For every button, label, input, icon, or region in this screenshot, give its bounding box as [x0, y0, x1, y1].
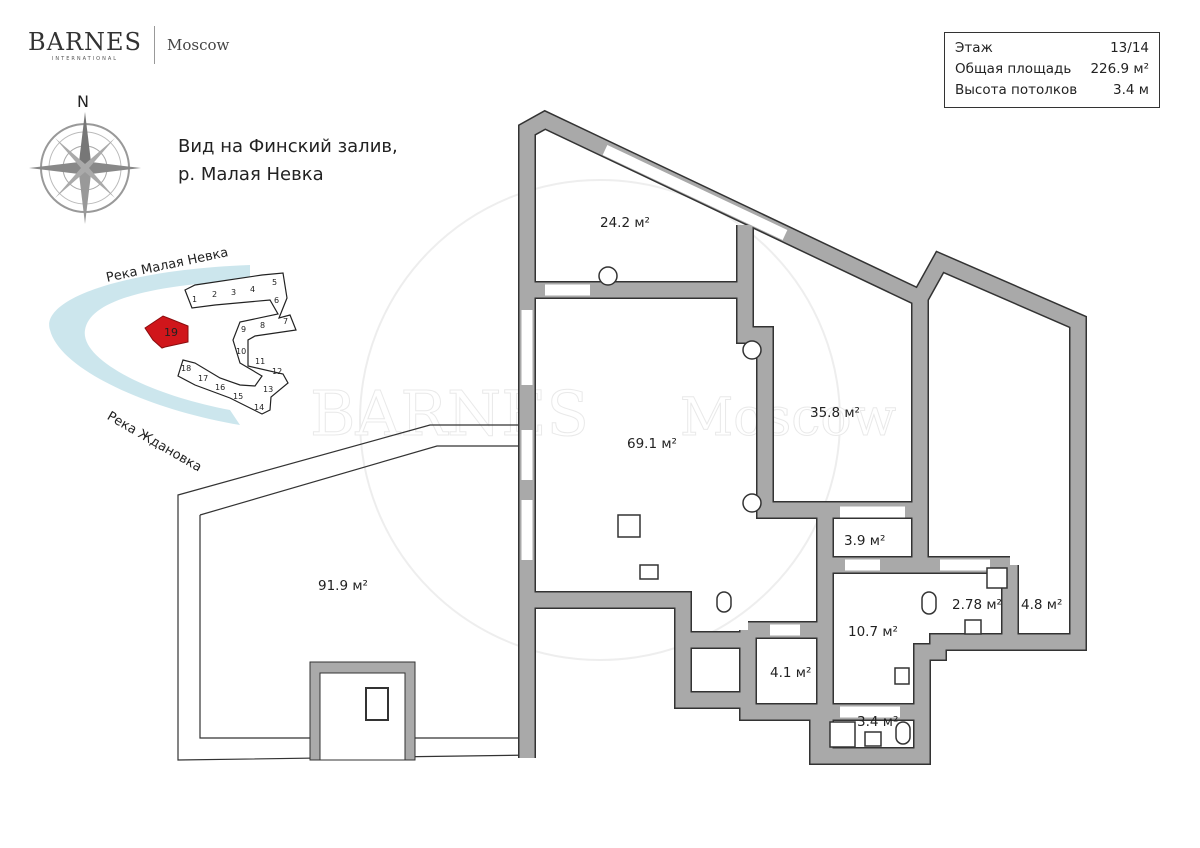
- info-label: Общая площадь: [955, 61, 1072, 77]
- building-number: 9: [241, 325, 246, 334]
- room-area-label: 2.78 м²: [952, 597, 1002, 613]
- watermark-brand: BARNES: [310, 377, 589, 450]
- compass-rose-icon: [29, 112, 141, 224]
- room-area-label: 3.4 м²: [857, 714, 899, 730]
- building-number: 10: [236, 347, 246, 356]
- info-label: Высота потолков: [955, 82, 1078, 98]
- building-number: 13: [263, 385, 273, 394]
- building-number: 2: [212, 290, 217, 299]
- room-area-label: 10.7 м²: [848, 624, 898, 640]
- logo-tagline: INTERNATIONAL: [51, 56, 119, 62]
- building-number: 18: [181, 364, 191, 373]
- building-19-highlight: [144, 315, 189, 349]
- view-line-1: Вид на Финский залив,: [178, 136, 398, 157]
- room-area-label: 24.2 м²: [600, 215, 650, 231]
- info-row-floor: Этаж 13/14: [955, 38, 1149, 59]
- building-number-highlight: 19: [164, 326, 178, 339]
- info-value: 13/14: [1110, 40, 1149, 56]
- logo-brand: BARNES: [28, 28, 142, 56]
- info-value: 3.4 м: [1113, 82, 1149, 98]
- building-number: 8: [260, 321, 265, 330]
- building-number: 14: [254, 403, 264, 412]
- building-number: 16: [215, 383, 225, 392]
- room-area-label: 69.1 м²: [627, 436, 677, 452]
- view-description: Вид на Финский залив, р. Малая Невка: [178, 133, 398, 189]
- info-value: 226.9 м²: [1090, 61, 1149, 77]
- view-line-2: р. Малая Невка: [178, 164, 324, 185]
- logo-city: Moscow: [167, 36, 230, 54]
- building-number: 3: [231, 288, 236, 297]
- info-row-area: Общая площадь 226.9 м²: [955, 59, 1149, 80]
- room-area-label: 35.8 м²: [810, 405, 860, 421]
- building-blocks: [177, 272, 297, 415]
- river: [49, 265, 250, 425]
- building-number: 5: [272, 278, 277, 287]
- building-numbers: 1 2 3 4 5 6 7 8 9 10 11 12 13 14 15 16 1…: [164, 278, 288, 412]
- logo-divider: [154, 26, 155, 64]
- building-number: 1: [192, 295, 197, 304]
- building-number: 6: [274, 296, 279, 305]
- info-label: Этаж: [955, 40, 993, 56]
- room-area-label: 3.9 м²: [844, 533, 886, 549]
- room-area-label: 4.8 м²: [1021, 597, 1063, 613]
- building-number: 11: [255, 357, 265, 366]
- building-number: 17: [198, 374, 208, 383]
- info-box: Этаж 13/14 Общая площадь 226.9 м² Высота п…: [944, 32, 1160, 108]
- room-area-label: 91.9 м²: [318, 578, 368, 594]
- room-area-label: 4.1 м²: [770, 665, 812, 681]
- watermark: BARNES Moscow: [310, 179, 897, 661]
- window-icon: [365, 687, 389, 721]
- building-number: 15: [233, 392, 243, 401]
- info-row-height: Высота потолков 3.4 м: [955, 80, 1149, 101]
- building-number: 12: [272, 367, 282, 376]
- building-number: 7: [283, 317, 288, 326]
- compass-north-label: N: [77, 92, 89, 111]
- building-number: 4: [250, 285, 255, 294]
- fixtures: [598, 266, 1008, 748]
- walls: [518, 109, 1087, 765]
- watermark-city: Moscow: [680, 388, 896, 448]
